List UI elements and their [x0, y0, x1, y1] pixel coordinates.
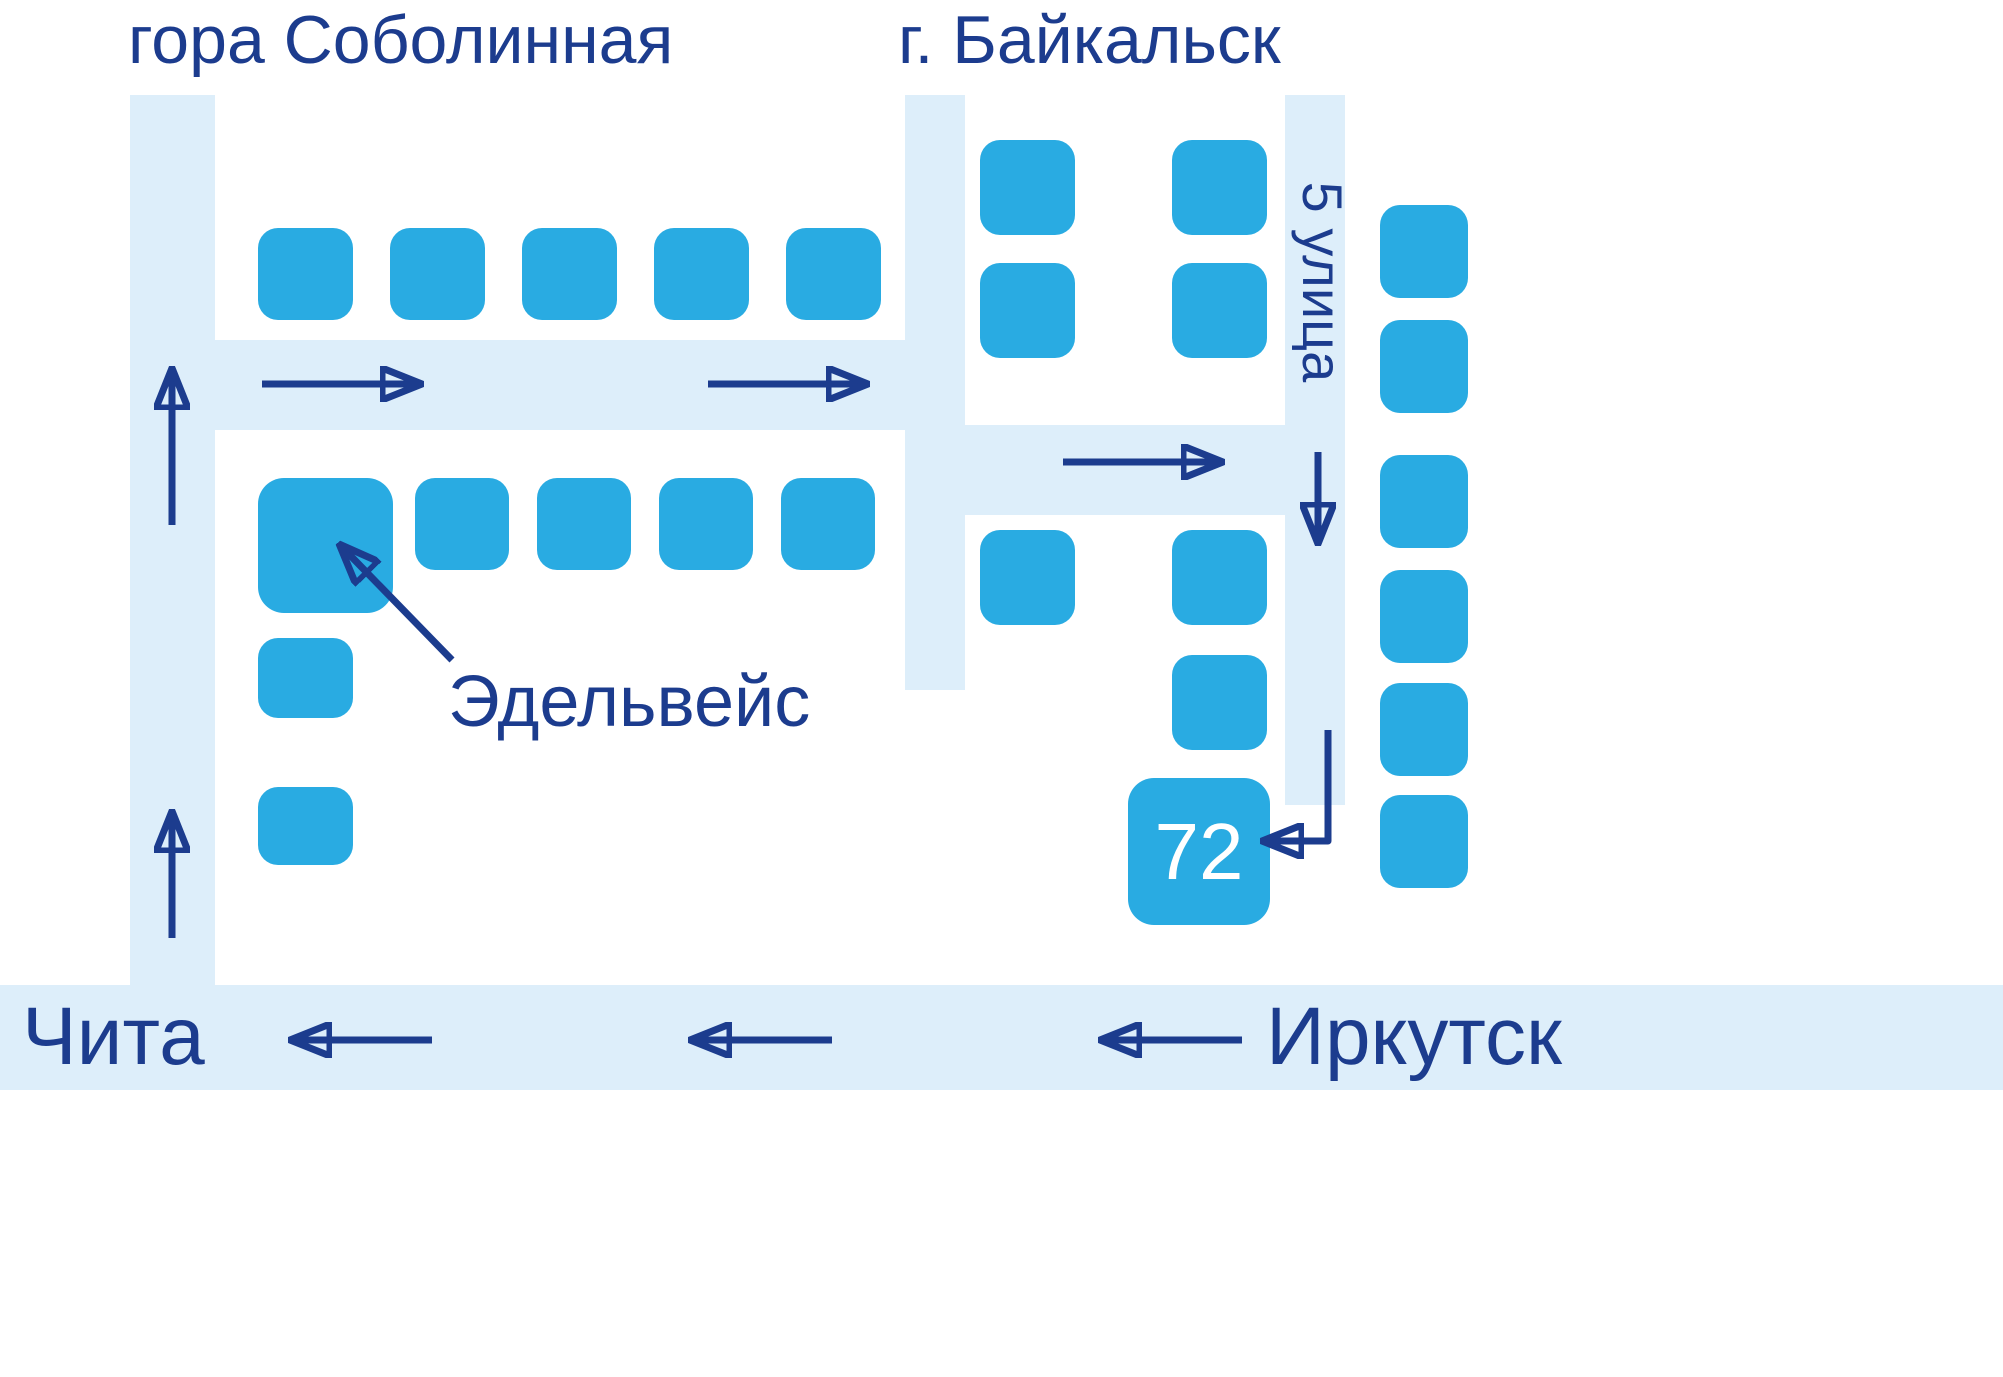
building — [415, 478, 509, 570]
building — [1172, 263, 1267, 358]
hotel-label: Эдельвейс — [448, 662, 811, 742]
building — [1380, 683, 1468, 776]
building — [659, 478, 753, 570]
building — [980, 140, 1075, 235]
irkutsk-label: Иркутск — [1266, 991, 1562, 1082]
building — [258, 228, 353, 320]
building — [1380, 320, 1468, 413]
building-72-number: 72 — [1154, 806, 1244, 896]
building — [258, 638, 353, 718]
building — [1380, 795, 1468, 888]
building — [980, 530, 1075, 625]
building — [1172, 140, 1267, 235]
hotel-building — [258, 478, 393, 613]
chita-label: Чита — [22, 991, 205, 1082]
building — [980, 263, 1075, 358]
mountain-label: гора Соболинная — [128, 2, 674, 78]
building — [786, 228, 881, 320]
road-right-horizontal — [965, 425, 1285, 515]
city-label: г. Байкальск — [898, 2, 1281, 78]
building — [1380, 455, 1468, 548]
building — [537, 478, 631, 570]
building — [522, 228, 617, 320]
road-left-vertical — [130, 95, 215, 985]
building — [258, 787, 353, 865]
building — [1172, 530, 1267, 625]
building — [1380, 570, 1468, 663]
building — [654, 228, 749, 320]
building-72: 72 — [1128, 778, 1270, 925]
building — [781, 478, 875, 570]
road-middle-vertical — [905, 95, 965, 690]
road-bottom-horizontal — [0, 985, 2003, 1090]
street-label: 5 улица — [1291, 181, 1354, 383]
road-upper-horizontal — [215, 340, 905, 430]
building — [1172, 655, 1267, 750]
building — [1380, 205, 1468, 298]
building — [390, 228, 485, 320]
road-street-5-vertical — [1285, 95, 1345, 805]
